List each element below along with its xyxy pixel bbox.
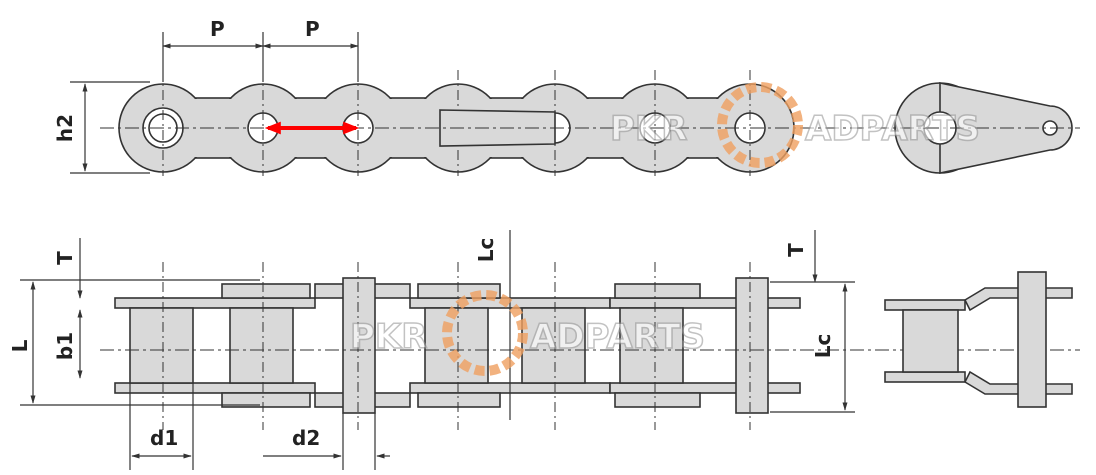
roller <box>129 307 194 384</box>
label-t-left: T <box>53 251 77 265</box>
offset-link-plate <box>439 109 556 147</box>
roller <box>229 307 294 384</box>
label-d2: d2 <box>292 426 320 450</box>
end-inner-plate <box>884 371 966 383</box>
dimension-lines <box>20 32 855 470</box>
inner-plate <box>114 297 316 309</box>
outer-plate <box>614 283 701 299</box>
side-view <box>100 70 1080 176</box>
inner-plate <box>609 382 801 394</box>
end-inner-plate <box>884 299 966 311</box>
connecting-pin <box>735 277 769 414</box>
label-pitch-1: P <box>210 17 225 41</box>
inner-plate <box>609 297 801 309</box>
label-b1: b1 <box>53 332 77 360</box>
outer-plate <box>614 392 701 408</box>
watermark-text-2: ADPARTS <box>805 109 980 149</box>
watermark-bottom: PKR ADPARTS <box>349 290 706 376</box>
inner-plate <box>114 382 316 394</box>
roller <box>619 307 684 384</box>
end-pin <box>1017 271 1047 408</box>
roller <box>902 309 959 373</box>
outer-plate <box>417 392 501 408</box>
roller <box>521 307 586 384</box>
watermark-text-2: ADPARTS <box>530 317 705 357</box>
watermark-text: PKR <box>610 109 687 149</box>
label-l: L <box>8 339 32 352</box>
label-d1: d1 <box>150 426 178 450</box>
label-h2: h2 <box>53 114 77 142</box>
label-t-right: T <box>784 243 808 257</box>
watermark-top: PKR ADPARTS <box>609 82 981 168</box>
watermark-text: PKR <box>350 317 427 357</box>
label-pitch-2: P <box>305 17 320 41</box>
top-view <box>100 262 1080 430</box>
label-lc-top: Lc <box>474 238 498 263</box>
watermark-logo-icon <box>717 82 803 168</box>
outer-plate <box>221 283 311 299</box>
watermark-logo-icon <box>442 290 528 376</box>
label-lc-right: Lc <box>811 334 835 359</box>
outer-plate <box>221 392 311 408</box>
connecting-pin <box>342 277 376 414</box>
